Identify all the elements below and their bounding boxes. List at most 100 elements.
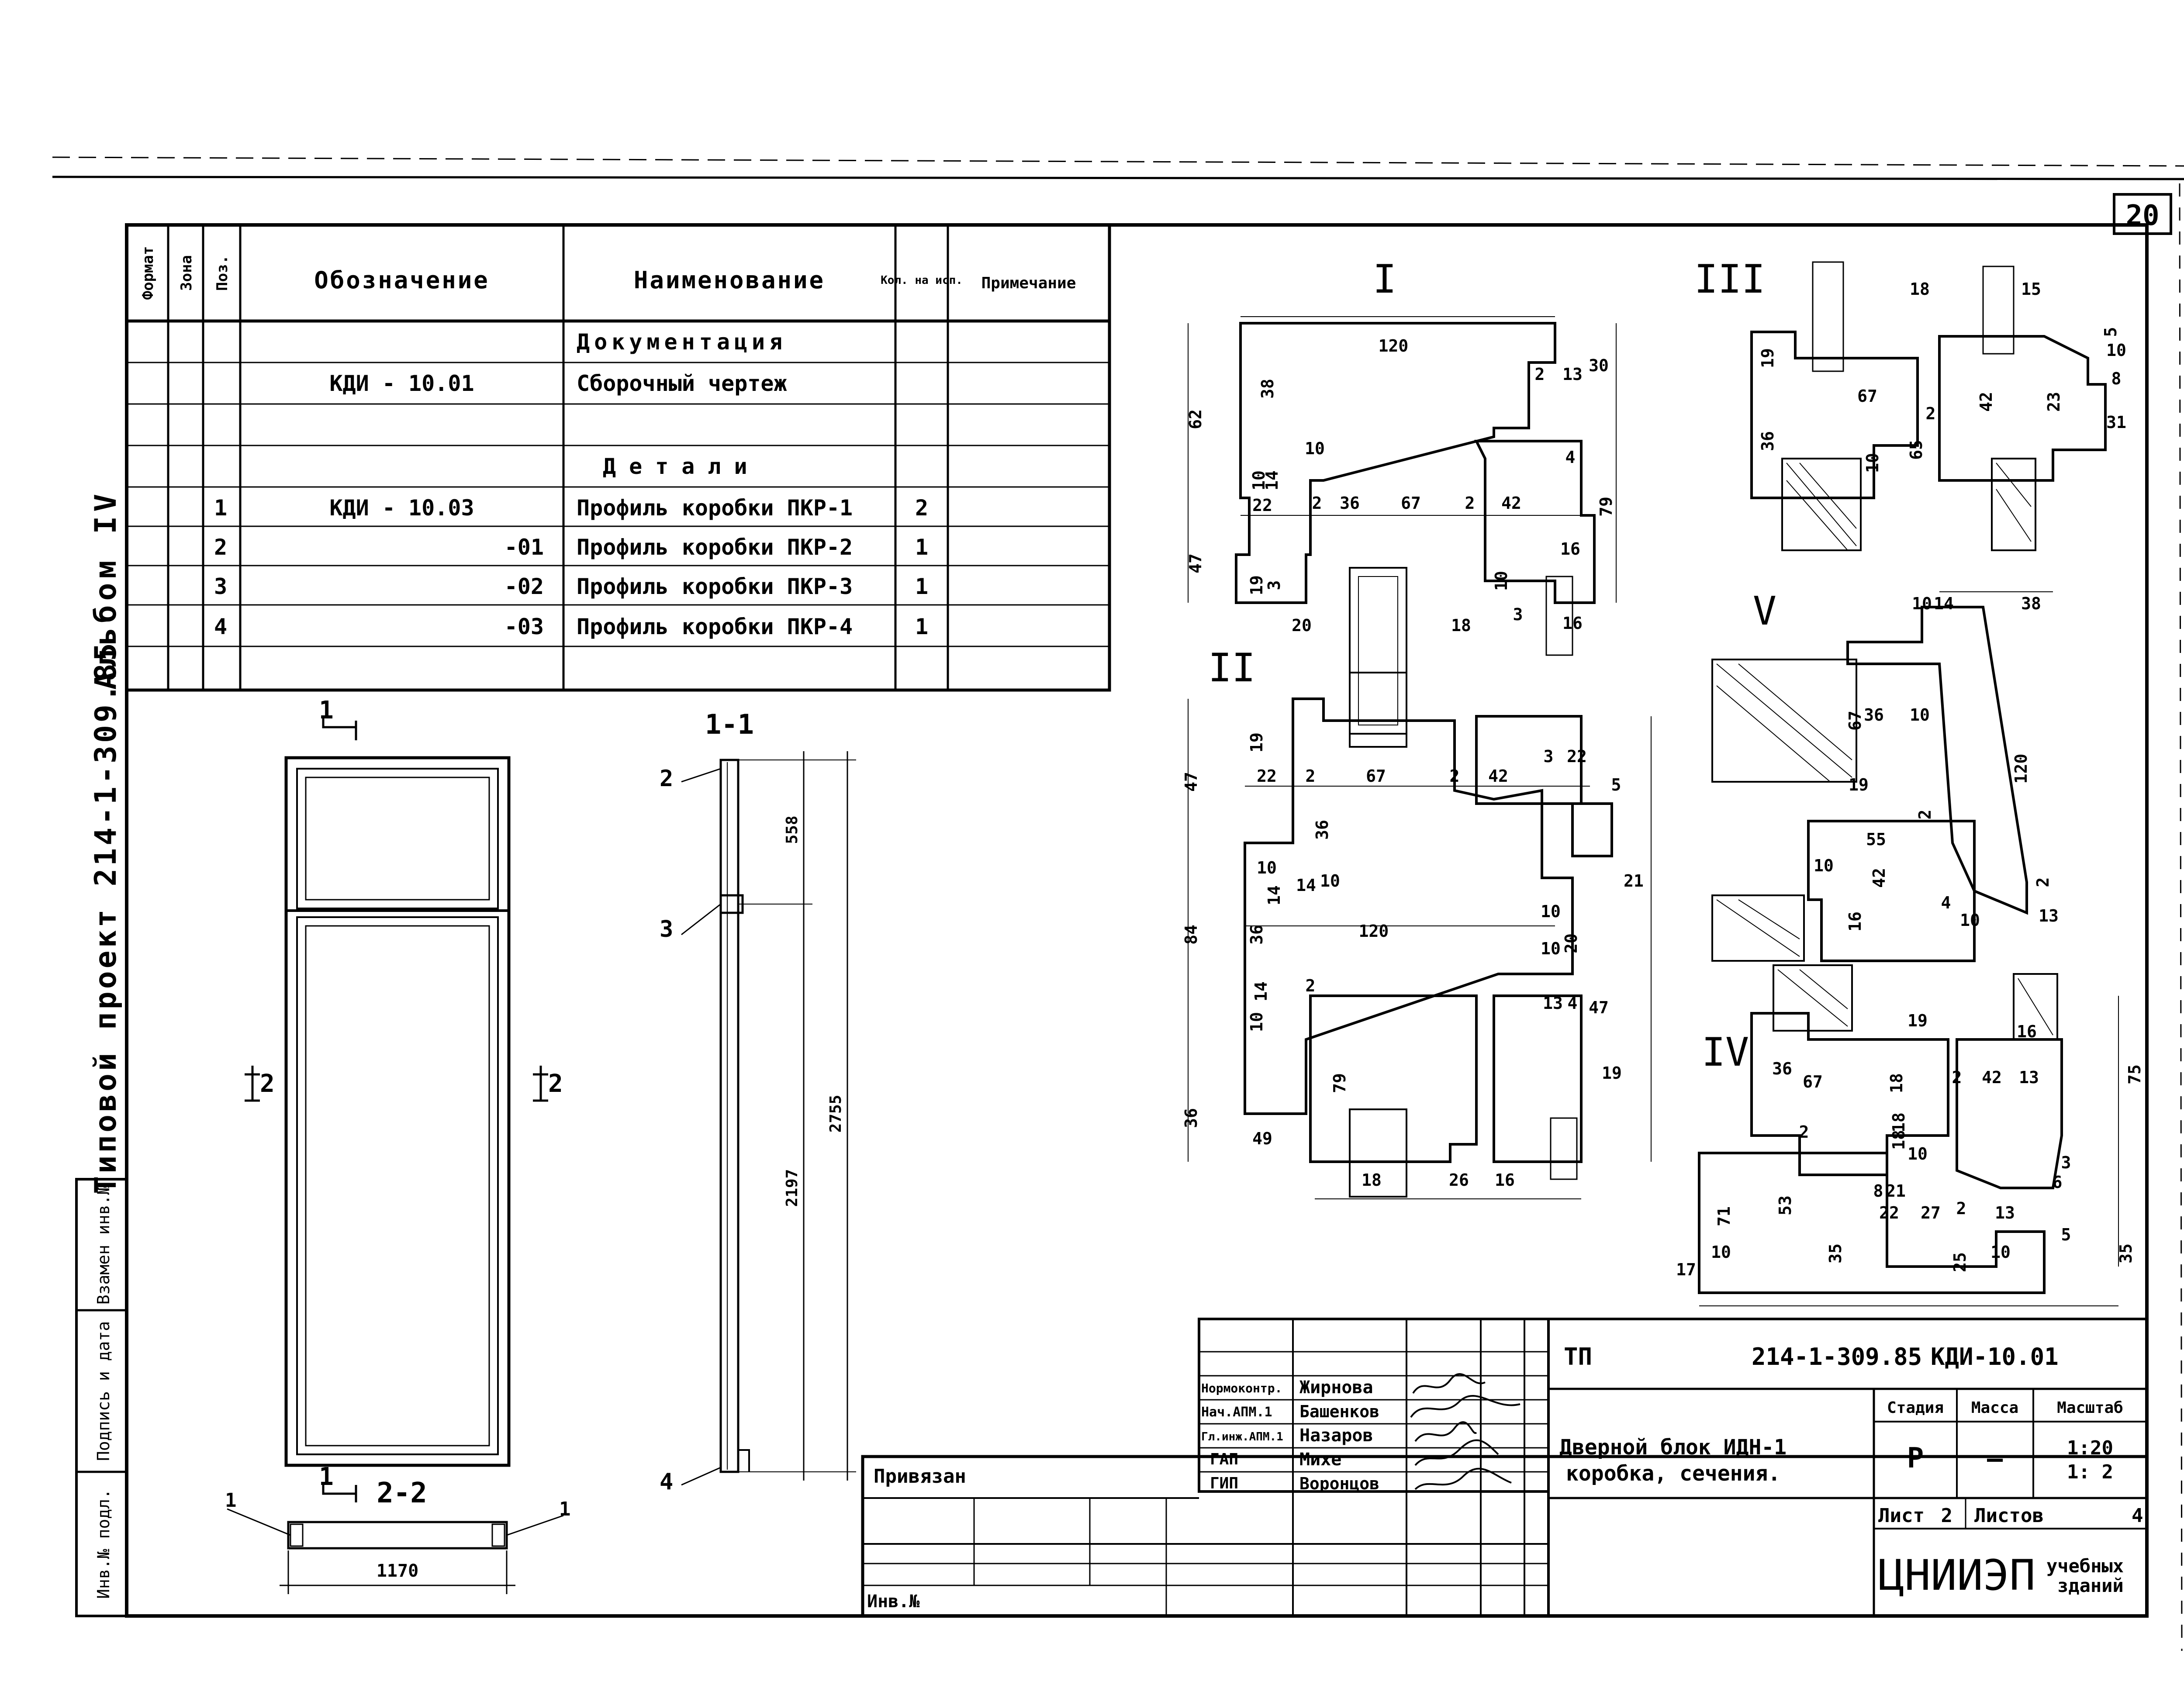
detail-dim-IV-21: 3 [2061,1153,2071,1172]
hdr-qty: Кол. на исп. [881,274,963,287]
row-5-pos: 2 [214,535,227,560]
door-elevation [284,756,511,1467]
detail-dim-V-4: 36 [1864,705,1884,725]
scan-edge-line [2179,183,2183,1651]
section-11-title: 1-1 [705,708,754,740]
row-7-designation: -03 [505,614,544,639]
name-0: Жирнова [1299,1377,1373,1398]
detail-dim-I-13: 67 [1401,494,1421,513]
detail-dim-IV-17: 22 [1879,1203,1899,1222]
detail-labels: I II III IV V [1208,256,1776,1075]
detail-dim-III-6: 5 [2101,327,2120,337]
detail-dim-II-30: 19 [1602,1063,1622,1083]
inv-label: Инв.№ [867,1592,919,1612]
title-line2: коробка, сечения. [1566,1461,1780,1486]
sheets-label: Листов [1974,1505,2044,1527]
section-11-dim-2755: 2755 [827,1095,845,1133]
detail-dim-IV-0: 19 [1908,1011,1928,1030]
detail-dim-II-14: 10 [1320,871,1340,891]
row-4-pos: 1 [214,495,227,521]
detail-dim-V-8: 2 [1915,810,1935,820]
detail-label-II: II [1208,645,1255,691]
album-label: Альбом IV [89,490,123,690]
detail-dimension-lines [1188,316,2119,1306]
name-4: Воронцов [1299,1474,1379,1493]
detail-dim-V-13: 4 [1941,893,1951,912]
detail-dim-III-11: 36 [1758,431,1777,451]
detail-dim-II-12: 10 [1257,858,1277,877]
section-11-callout-3: 3 [660,916,673,942]
detail-dim-III-13: 10 [1863,453,1882,473]
name-1: Башенков [1299,1402,1379,1421]
title-line1: Дверной блок ИДН-1 [1559,1435,1787,1460]
detail-dim-IV-14: 71 [1714,1206,1734,1226]
detail-dim-I-7: 14 [1262,470,1282,490]
hdr-name: Наименование [634,266,825,294]
detail-dim-I-9: 4 [1565,448,1576,467]
detail-dim-V-3: 67 [1845,711,1865,731]
cut-bottom-label: 1 [319,1463,334,1491]
name-2: Назаров [1299,1426,1373,1446]
detail-label-IV: IV [1702,1029,1749,1075]
detail-dim-I-20: 3 [1265,580,1284,590]
detail-dim-II-20: 20 [1562,933,1581,953]
detail-dim-II-29: 79 [1330,1073,1349,1093]
detail-dim-IV-28: 10 [1990,1243,2011,1262]
detail-dim-II-5: 2 [1450,766,1460,786]
detail-dim-I-24: 3 [1513,605,1523,624]
detail-dim-II-7: 3 [1544,747,1554,766]
detail-dim-II-11: 14 [1265,885,1284,905]
row-1-name: Сборочный чертеж [577,371,787,396]
detail-dim-IV-7: 13 [2019,1068,2039,1087]
section-11-callout-2: 2 [660,766,673,792]
detail-dim-I-14: 2 [1465,494,1475,513]
detail-dim-V-14: 10 [1960,911,1980,930]
role-0: Нормоконтр. [1201,1381,1282,1395]
detail-dim-I-4: 2 [1535,365,1545,384]
detail-dim-I-15: 42 [1501,494,1521,513]
detail-label-I: I [1373,256,1396,302]
signatures [1410,1373,1521,1490]
detail-dim-II-8: 22 [1567,747,1587,766]
row-4-name: Профиль коробки ПКР-1 [577,495,853,521]
detail-dim-II-19: 10 [1541,902,1561,921]
detail-dim-V-11: 42 [1870,868,1889,888]
detail-dim-IV-19: 2 [1956,1199,1966,1218]
detail-dim-I-5: 13 [1562,365,1583,384]
detail-dim-II-1: 47 [1182,772,1201,792]
section-11-drawing [681,751,856,1486]
hdr-note: Примечание [981,274,1076,292]
detail-dim-I-17: 47 [1186,553,1205,573]
cut-right-label: 2 [548,1070,563,1098]
detail-label-III: III [1694,256,1766,302]
detail-dim-II-34: 16 [1495,1170,1515,1190]
detail-dim-V-7: 19 [1849,775,1869,794]
scale-header: Масштаб [2057,1399,2123,1417]
detail-dim-II-32: 18 [1362,1170,1382,1190]
detail-dim-I-0: 120 [1379,336,1409,356]
detail-dim-IV-8: 75 [2125,1064,2144,1084]
role-3: ГАП [1210,1450,1238,1468]
detail-dim-III-5: 23 [2044,392,2063,412]
detail-dim-IV-16: 8 [1873,1181,1883,1201]
detail-dim-III-9: 31 [2106,413,2126,432]
hdr-zone: Зона [178,255,195,291]
spec-table-rows: Документация КДИ - 10.01 Сборочный черте… [214,329,928,639]
tp-label: ТП [1564,1343,1592,1371]
scan-edge-line [52,176,2184,180]
detail-dim-I-10: 22 [1252,496,1272,515]
detail-dim-II-17: 36 [1247,925,1266,945]
detail-dim-III-7: 10 [2106,341,2126,360]
section-22-drawing [227,1508,564,1594]
detail-dim-II-9: 5 [1611,775,1621,794]
detail-dim-V-9: 55 [1866,830,1886,849]
sheets-value: 4 [2132,1505,2143,1527]
stage-value: Р [1907,1442,1924,1474]
detail-dim-V-16: 13 [2039,906,2059,925]
detail-dim-IV-2: 36 [1772,1059,1792,1078]
row-1-designation: КДИ - 10.01 [329,371,474,396]
detail-dim-IV-20: 13 [1995,1203,2015,1222]
project-label: Типовой проект 214-1-309.85 [89,640,123,1194]
row-4-designation: КДИ - 10.03 [329,495,474,521]
detail-dim-II-15: 21 [1624,871,1644,891]
